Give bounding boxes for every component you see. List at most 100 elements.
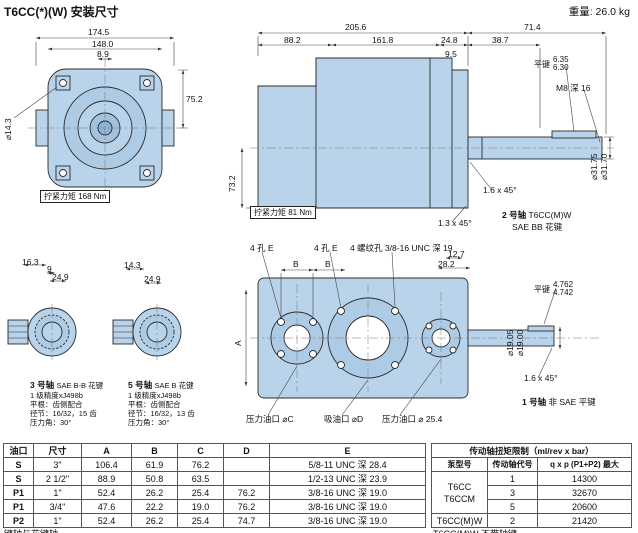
cell: 1 (487, 471, 538, 486)
dim-label: A (233, 340, 243, 346)
footer-note-left: 键轴与花键轴 (4, 527, 58, 533)
cell: 76.2 (177, 457, 224, 472)
table-row: P1 3/4" 47.6 22.2 19.0 76.2 3/8-16 UNC 深… (3, 499, 426, 514)
dim-label: 28.2 (438, 259, 455, 269)
key-upper-limit: 4.762 (553, 280, 574, 289)
cell: 52.4 (81, 513, 132, 528)
weight-label: 重量: 26.0 kg (568, 6, 630, 18)
shaft-number: 5 号轴 (128, 380, 153, 390)
shaft-spec: 径节：16/32，13 齿 (128, 409, 195, 418)
dim-label: 174.5 (88, 27, 110, 37)
dim-label: 14.3 (124, 260, 141, 270)
cell: 3/8-16 UNC 深 19.0 (269, 513, 426, 528)
torque-table: 传动轴扭矩限制（ml/rev x bar） 泵型号 传动轴代号 q x p (P… (431, 443, 632, 528)
cell: 21420 (537, 513, 632, 528)
col-header: 油口 (3, 443, 34, 458)
shaft2-spline-label: SAE BB 花键 (512, 222, 563, 232)
cell: 47.6 (81, 499, 132, 514)
col-header: E (269, 443, 426, 458)
shaft-model: T6CC(M)W (528, 210, 572, 220)
dim-label: 38.7 (492, 35, 509, 45)
key-label: 平键 (534, 59, 550, 69)
chamfer-label: 1.6 x 45° (483, 185, 517, 195)
table-row: S 3" 106.4 61.9 76.2 5/8-11 UNC 深 28.4 (3, 457, 426, 472)
cell: S (3, 457, 34, 472)
dim-label: 161.8 (372, 35, 394, 45)
dim-label: 9 (47, 264, 52, 274)
pump-model-cell: T6CC(M)W (431, 513, 488, 528)
thread-note: M8 深 16 (556, 83, 591, 93)
cell: 1/2-13 UNC 深 23.9 (269, 471, 426, 486)
cell: S (3, 471, 34, 486)
cell: 1" (33, 485, 82, 500)
cell: 52.4 (81, 485, 132, 500)
ports-table: 油口 尺寸 A B C D E S 3" 106.4 61.9 76.2 5/8… (3, 443, 426, 528)
shaft-spec: 压力角：30° (128, 418, 170, 427)
page-title: T6CC(*)(W) 安装尺寸 (4, 5, 119, 19)
thread-holes-note: 4 螺纹孔 3/8-16 UNC 深 19 (350, 243, 453, 253)
shaft-spec: 1 级精度xJ498b (128, 391, 181, 400)
table-row: P1 1" 52.4 26.2 25.4 76.2 3/8-16 UNC 深 1… (3, 485, 426, 500)
dim-label: 71.4 (524, 22, 541, 32)
table-row: S 2 1/2" 88.9 50.8 63.5 1/2-13 UNC 深 23.… (3, 471, 426, 486)
bottom-view-drawing (257, 277, 555, 399)
cell: 3/8-16 UNC 深 19.0 (269, 485, 426, 500)
footer-note-right: T6CC(M)W 不带轴键 (433, 527, 517, 533)
table-row: P2 1" 52.4 26.2 25.4 74.7 3/8-16 UNC 深 1… (3, 513, 426, 528)
cell: 1" (33, 513, 82, 528)
key-label: 平键 (534, 284, 550, 294)
chamfer-label: 1.6 x 45° (524, 373, 558, 383)
dim-label: 205.6 (345, 22, 367, 32)
cell: 50.8 (131, 471, 178, 486)
shaft3-label: 3 号轴 SAE B-B 花键 (30, 380, 103, 391)
cell: 74.7 (223, 513, 270, 528)
dim-label: 75.2 (186, 94, 203, 104)
dim-label: ⌀19.00 (515, 329, 525, 356)
col-header: 传动轴代号 (487, 457, 538, 472)
col-header: A (81, 443, 132, 458)
cell: 5 (487, 499, 538, 514)
port-label: 压力油口 ⌀C (246, 414, 294, 424)
dim-label: 24.9 (144, 274, 161, 284)
key-lower-limit: 4.742 (553, 288, 574, 298)
shaft3-drawing (7, 307, 77, 357)
cell: P2 (3, 513, 34, 528)
dim-label: 73.2 (227, 175, 237, 192)
col-header: 尺寸 (33, 443, 82, 458)
cell: 76.2 (223, 499, 270, 514)
port-label: 压力油口 ⌀ 25.4 (382, 414, 443, 424)
cell: 3/4" (33, 499, 82, 514)
table-row: T6CC(M)W 2 21420 (431, 513, 632, 528)
shaft-spec: 径节：16/32，15 齿 (30, 409, 97, 418)
shaft-number: 2 号轴 (502, 210, 527, 220)
shaft-number: 1 号轴 (522, 397, 547, 407)
torque-note: 拧紧力矩 81 Nm (250, 206, 316, 219)
cell: 32670 (537, 485, 632, 500)
cell: 20600 (537, 499, 632, 514)
col-header: 泵型号 (431, 457, 488, 472)
cell: 76.2 (223, 485, 270, 500)
torque-note: 拧紧力矩 168 Nm (40, 190, 111, 203)
shaft-spec: 1 级精度xJ498b (30, 391, 83, 400)
shaft1-label: 1 号轴 非 SAE 平键 (522, 397, 596, 408)
dim-label: ⌀31.70 (599, 153, 609, 180)
cell: 88.9 (81, 471, 132, 486)
dim-label: 24.9 (52, 272, 69, 282)
dim-label: 9.5 (445, 49, 457, 59)
dimension-lines (13, 31, 614, 416)
cell: 3/8-16 UNC 深 19.0 (269, 499, 426, 514)
dim-label: B (293, 259, 299, 269)
chamfer-label: 1.3 x 45° (438, 218, 472, 228)
port-label: 吸油口 ⌀D (324, 414, 364, 424)
shaft-spec: 压力角：30° (30, 418, 72, 427)
pump-model: T6CCM (444, 493, 475, 504)
dim-label: 8.9 (97, 49, 109, 59)
key-note: 平键 4.762 4.742 (534, 280, 574, 298)
dim-label: 148.0 (92, 39, 114, 49)
cell: 3 (487, 485, 538, 500)
dim-label: ⌀14.3 (3, 118, 13, 140)
side-view-drawing (257, 57, 603, 209)
pump-model-cell: T6CC T6CCM (431, 471, 488, 514)
col-header: D (223, 443, 270, 458)
shaft5-drawing (112, 307, 182, 357)
